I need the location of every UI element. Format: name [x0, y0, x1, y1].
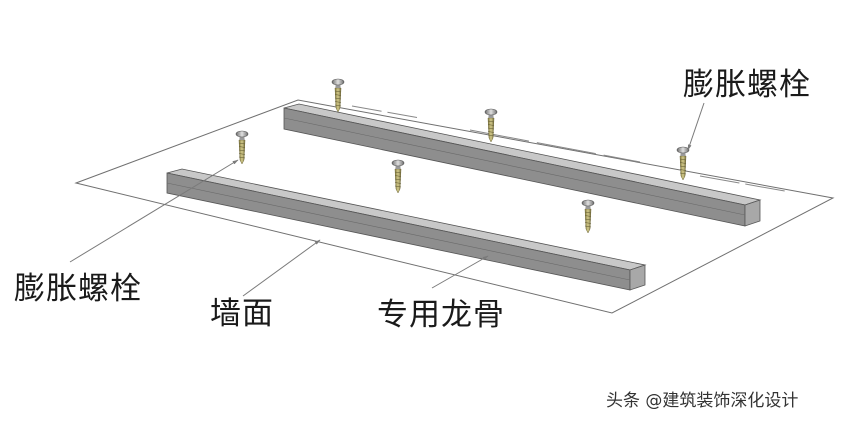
expansion-bolt-icon	[484, 108, 498, 143]
expansion-bolt-icon	[235, 130, 249, 165]
expansion-bolt-icon	[331, 78, 345, 113]
leader-bolt-left	[69, 159, 239, 263]
expansion-bolt-icon	[581, 199, 595, 234]
label-wall-surface: 墙面	[210, 296, 274, 332]
leader-wall	[242, 239, 321, 297]
keel-front	[166, 168, 647, 291]
expansion-bolt-icon	[391, 159, 405, 194]
keel-back	[283, 103, 762, 227]
wall-plane	[74, 99, 835, 314]
watermark: 头条 @建筑装饰深化设计	[606, 391, 799, 411]
label-special-keel: 专用龙骨	[377, 297, 505, 333]
leader-keel	[431, 255, 489, 289]
label-anchor-bolt-left: 膨胀螺栓	[14, 271, 142, 307]
expansion-bolt-icon	[676, 146, 690, 181]
bolt-group	[235, 78, 690, 234]
plane-guide-lines	[351, 105, 791, 193]
leader-lines	[69, 102, 705, 297]
leader-bolt-right	[687, 102, 705, 151]
label-anchor-bolt-right: 膨胀螺栓	[683, 67, 811, 103]
